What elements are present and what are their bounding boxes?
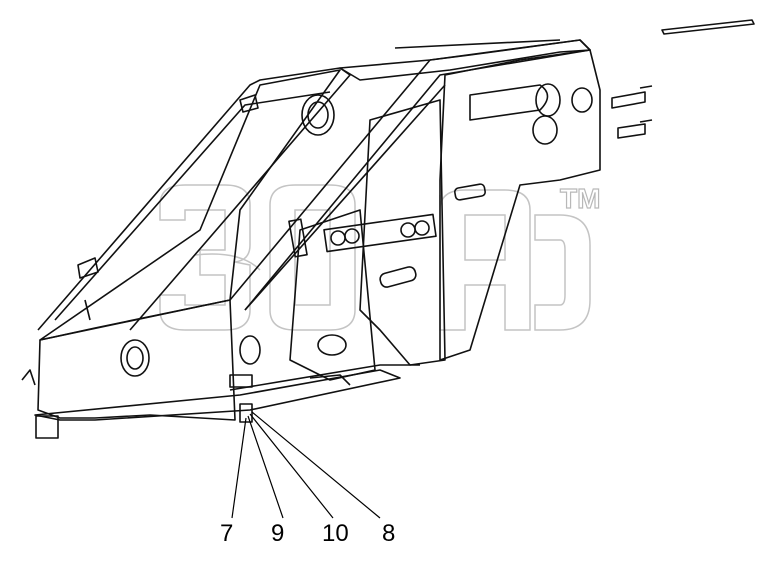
leader-line-9 <box>247 415 284 519</box>
watermark-tm: TM <box>560 183 600 214</box>
callout-8: 8 <box>382 520 395 547</box>
leader-lines <box>231 411 381 519</box>
watermark <box>159 184 591 331</box>
callout-7: 7 <box>220 520 233 547</box>
leader-line-8 <box>251 411 381 519</box>
callout-10: 10 <box>322 520 349 547</box>
callout-9: 9 <box>271 520 284 547</box>
leader-line-10 <box>249 413 334 519</box>
machine-frame <box>21 19 755 439</box>
leader-line-7 <box>231 417 247 519</box>
